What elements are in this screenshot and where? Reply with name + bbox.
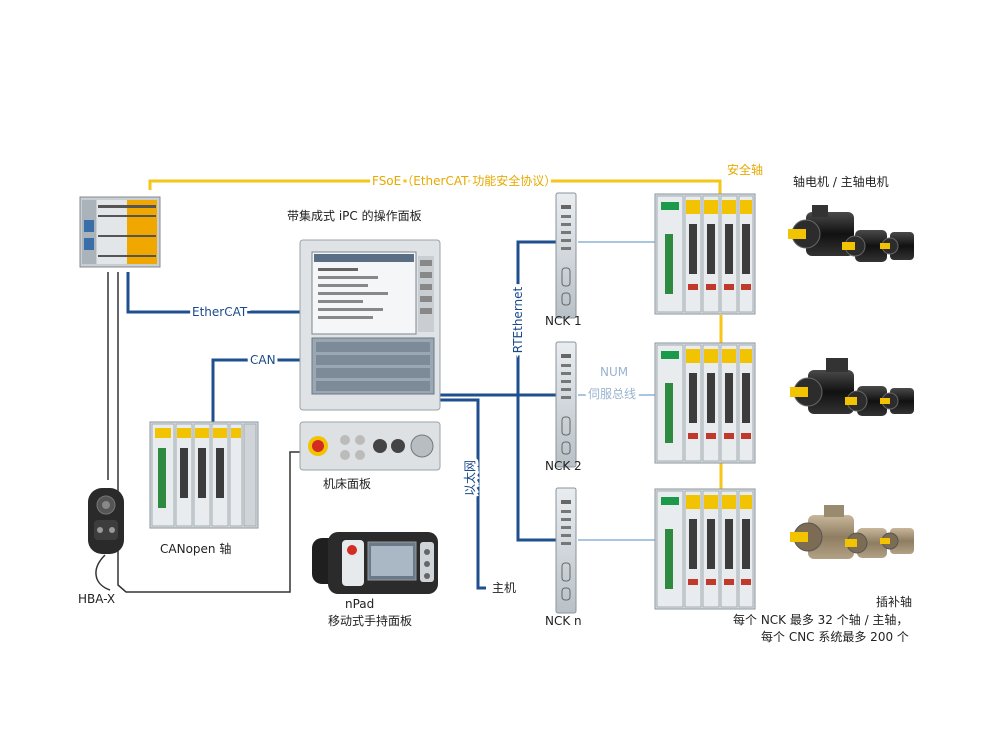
safety-axis-label: 安全轴 [727, 162, 763, 177]
drive-rack-n [654, 488, 756, 610]
drive-rack-2 [654, 342, 756, 464]
ethernet-line [440, 398, 486, 590]
machine-control-panel [299, 421, 441, 471]
motor-title-label: 轴电机 / 主轴电机 [793, 174, 889, 189]
num-label: NUM [600, 365, 628, 379]
nck-n-label: NCK n [545, 614, 582, 628]
nck-1-label: NCK 1 [545, 314, 582, 328]
npad-sub-label: 移动式手持面板 [328, 613, 412, 628]
ethercat-label: EtherCAT [192, 305, 248, 319]
io-terminal-block [79, 196, 161, 268]
nck-2-unit [555, 341, 577, 468]
canopen-drive-rack [149, 421, 259, 529]
fsoe-line [148, 179, 722, 196]
motors-row-n [790, 505, 914, 559]
hba-label: HBA-X [78, 592, 115, 606]
nck-1-unit [555, 192, 577, 319]
ethernet-label: 以太网 [462, 460, 477, 496]
npad-handheld [312, 532, 438, 594]
rtethernet-label: RTEthernet [511, 286, 525, 353]
ipc-title-label: 带集成式 iPC 的操作面板 [287, 208, 422, 223]
nck-2-label: NCK 2 [545, 459, 582, 473]
interp-axis-label: 插补轴 [876, 594, 912, 609]
hba-coil [95, 554, 111, 591]
motors-row-2 [790, 358, 914, 416]
rtethernet-trunk [516, 240, 556, 395]
machine-panel-label: 机床面板 [323, 477, 371, 491]
note-line-1: 每个 NCK 最多 32 个轴 / 主轴， [733, 612, 908, 627]
ethercat-line [126, 272, 300, 314]
can-line [211, 358, 300, 422]
rtethernet-branch-n [516, 395, 556, 542]
can-label: CAN [250, 353, 276, 367]
ipc-operator-panel [299, 239, 441, 411]
motors-row-1 [788, 205, 914, 262]
hba-x-handwheel [88, 488, 124, 554]
note-line-2: 每个 CNC 系统最多 200 个 [761, 629, 909, 644]
host-label: 主机 [492, 581, 516, 595]
servo-bus-label: 伺服总线 [588, 387, 636, 401]
fsoe-label: FSoE（EtherCAT 功能安全协议） [372, 173, 556, 188]
nck-n-unit [555, 487, 577, 614]
npad-label: nPad [345, 597, 374, 611]
canopen-label: CANopen 轴 [160, 541, 231, 556]
drive-rack-1 [654, 193, 756, 315]
